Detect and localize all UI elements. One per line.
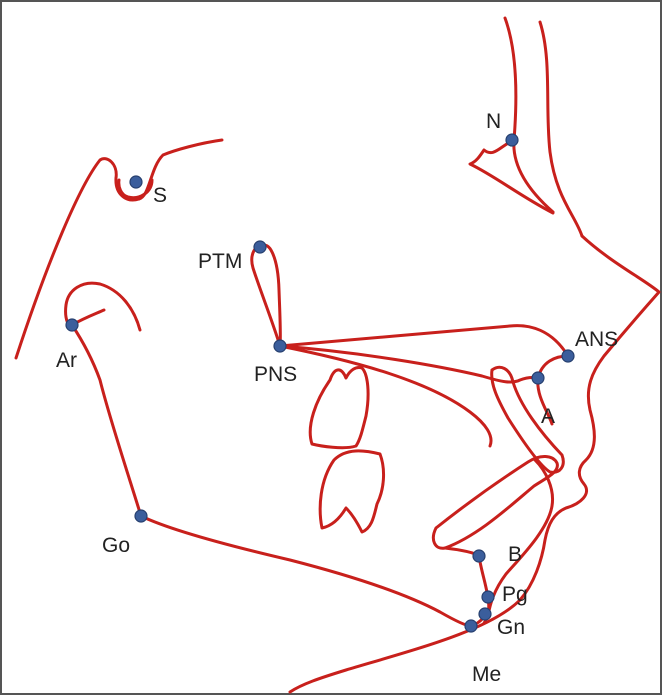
landmark-me-label: Me [472, 663, 501, 686]
landmark-b-point [473, 550, 485, 562]
landmark-ar-point [66, 319, 78, 331]
landmark-pns-point [274, 340, 286, 352]
landmark-ptm-point [254, 241, 266, 253]
landmark-s-label: S [153, 184, 167, 207]
landmark-go-point [135, 510, 147, 522]
landmark-ptm-label: PTM [198, 250, 242, 273]
landmark-gn-point [479, 608, 491, 620]
landmark-ans-point [562, 350, 574, 362]
landmark-pg-label: Pg [502, 583, 528, 606]
landmark-pg-point [482, 591, 494, 603]
landmark-me-point [465, 620, 477, 632]
landmark-gn-label: Gn [497, 616, 525, 639]
landmark-a-point [532, 372, 544, 384]
landmark-b-label: B [508, 543, 522, 566]
landmark-a-label: A [541, 405, 555, 428]
landmark-n-point [506, 134, 518, 146]
landmark-n-label: N [486, 110, 501, 133]
landmark-go-label: Go [102, 534, 130, 557]
landmark-pns-label: PNS [254, 363, 297, 386]
landmark-ar-label: Ar [56, 349, 77, 372]
landmark-ans-label: ANS [575, 328, 618, 351]
landmark-s-point [130, 176, 142, 188]
